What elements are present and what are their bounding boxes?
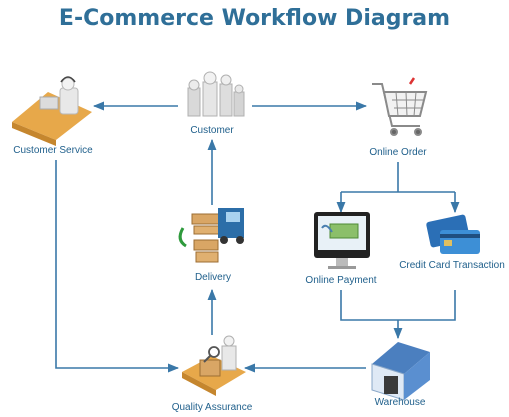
online-payment-label: Online Payment	[305, 275, 377, 286]
quality-assurance-label: Quality Assurance	[171, 402, 253, 413]
connector-service-to-qa	[55, 160, 180, 373]
customer-label: Customer	[190, 125, 234, 136]
people-group-icon	[187, 71, 245, 117]
shopping-cart-icon	[372, 77, 428, 136]
connector-merge-to-warehouse	[340, 290, 456, 338]
diagram-title: E-Commerce Workflow Diagram	[58, 6, 451, 31]
customer-service-label: Customer Service	[13, 145, 93, 156]
inspector-box-icon	[182, 335, 246, 396]
monitor-payment-icon	[314, 212, 370, 269]
credit-cards-icon	[426, 214, 480, 254]
warehouse-icon	[371, 342, 430, 401]
agent-at-desk-icon	[12, 76, 92, 146]
connector-order-split	[341, 162, 455, 193]
delivery-truck-icon	[178, 208, 244, 263]
warehouse-label: Warehouse	[374, 397, 426, 408]
online-order-label: Online Order	[369, 147, 427, 158]
credit-card-label: Credit Card Transaction	[399, 260, 505, 271]
delivery-label: Delivery	[194, 272, 232, 283]
